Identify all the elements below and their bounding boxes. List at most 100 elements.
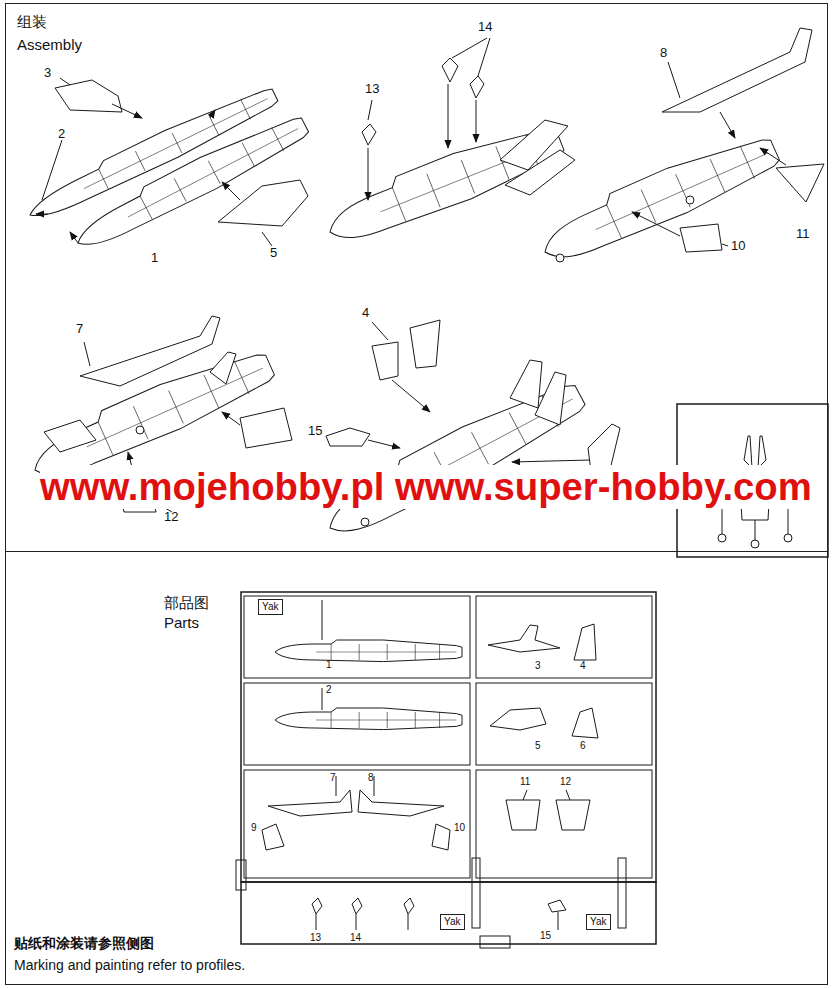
part-outline xyxy=(535,372,566,425)
leader-line xyxy=(755,520,756,540)
callout-number: 11 xyxy=(796,227,810,242)
part-outline xyxy=(572,708,598,738)
panel-heading-en: Parts xyxy=(164,614,199,631)
sprue-frame xyxy=(241,592,656,882)
part-outline xyxy=(326,428,370,446)
sprue-number: 2 xyxy=(326,684,332,696)
callout-number: 12 xyxy=(164,510,178,525)
leader-line xyxy=(452,38,487,58)
leader-line xyxy=(372,322,388,340)
sprue-number: 7 xyxy=(330,772,336,784)
callout-number: 13 xyxy=(365,82,379,97)
sprue-number: 9 xyxy=(251,822,257,834)
sprue-number: 14 xyxy=(350,932,361,944)
leader-line xyxy=(336,776,337,796)
leader-line xyxy=(523,790,527,800)
part-outline xyxy=(744,436,752,468)
part-outline xyxy=(574,624,596,660)
part-outline xyxy=(776,164,824,202)
part-outline xyxy=(362,124,376,145)
callout-number: 3 xyxy=(44,66,51,81)
assembly-arrow xyxy=(222,412,240,425)
callout-number: 14 xyxy=(478,20,492,35)
sprue-number: 6 xyxy=(580,740,586,752)
sprue-number: 10 xyxy=(454,822,465,834)
assembly-arrow xyxy=(112,104,142,118)
leader-line xyxy=(322,688,323,710)
part-outline xyxy=(758,436,766,468)
part-outline xyxy=(470,76,484,98)
assembly-arrow xyxy=(210,110,215,118)
part-outline xyxy=(404,898,414,914)
assembly-arrow xyxy=(476,100,477,142)
wheel xyxy=(556,254,564,262)
part-outline xyxy=(488,625,560,652)
part-outline xyxy=(80,316,220,386)
part-outline xyxy=(410,320,440,368)
part-outline xyxy=(505,150,575,195)
wheel xyxy=(751,540,759,548)
note-en: Marking and painting refer to profiles. xyxy=(14,957,245,973)
assembly-arrow xyxy=(222,182,240,200)
assembly-arrow xyxy=(392,380,430,412)
watermark: www.mojehobby.pl www.super-hobby.com xyxy=(40,465,812,509)
part-outline xyxy=(44,420,96,452)
part-outline xyxy=(210,352,236,384)
panel-heading-zh: 部品图 xyxy=(164,594,209,611)
leader-line xyxy=(368,100,372,120)
sprue-frame xyxy=(472,858,480,928)
part-outline xyxy=(680,224,722,252)
sprue-number: 13 xyxy=(310,932,321,944)
leader-line xyxy=(262,232,272,246)
callout-number: 4 xyxy=(362,306,369,321)
callout-number: 8 xyxy=(660,46,667,61)
part-outline xyxy=(432,824,450,850)
sprue-label: Yak xyxy=(258,599,283,615)
part-outline xyxy=(55,80,122,112)
sprue-frame xyxy=(476,596,652,678)
leader-line xyxy=(84,342,90,366)
sprue-frame xyxy=(244,770,470,878)
callout-number: 2 xyxy=(58,127,65,142)
leader-line xyxy=(356,914,357,930)
wheel xyxy=(136,426,144,434)
part-outline xyxy=(506,800,540,830)
assembly-arrow xyxy=(368,440,400,448)
sprue-number: 4 xyxy=(580,660,586,672)
part-outline xyxy=(490,708,546,730)
sprue-number: 12 xyxy=(560,776,571,788)
assembly-arrow xyxy=(368,148,369,200)
callout-number: 5 xyxy=(270,246,277,261)
fuselage xyxy=(317,371,590,547)
leader-line xyxy=(316,914,317,930)
fuselage xyxy=(534,125,784,271)
sprue-frame xyxy=(618,858,626,928)
sprue-frame xyxy=(244,683,470,765)
wheel xyxy=(784,534,792,542)
part-outline xyxy=(548,900,566,912)
sprue-label: Yak xyxy=(440,914,465,930)
panel-heading-zh: 组装 xyxy=(17,13,47,30)
note-zh: 贴纸和涂装请参照侧图 xyxy=(14,935,154,951)
sprue-frame xyxy=(241,882,656,944)
wheel xyxy=(718,534,726,542)
sprue-number: 1 xyxy=(326,659,332,671)
leader-line xyxy=(478,38,490,76)
callout-number: 1 xyxy=(151,251,158,266)
callout-number: 7 xyxy=(76,322,83,337)
assembly-arrow xyxy=(760,148,786,165)
assembly-arrow xyxy=(70,232,78,243)
fuselage xyxy=(275,708,462,730)
assembly-arrow xyxy=(632,212,680,236)
sprue-number: 5 xyxy=(535,740,541,752)
leader-line xyxy=(668,62,680,98)
leader-line xyxy=(60,78,70,85)
leader-line xyxy=(42,140,62,200)
part-outline xyxy=(442,58,458,82)
sprue-frame xyxy=(236,860,246,890)
leader-line xyxy=(322,600,323,640)
assembly-arrow xyxy=(512,460,590,462)
part-outline xyxy=(372,342,398,380)
part-outline xyxy=(556,800,590,830)
panel-heading-en: Assembly xyxy=(17,36,82,53)
